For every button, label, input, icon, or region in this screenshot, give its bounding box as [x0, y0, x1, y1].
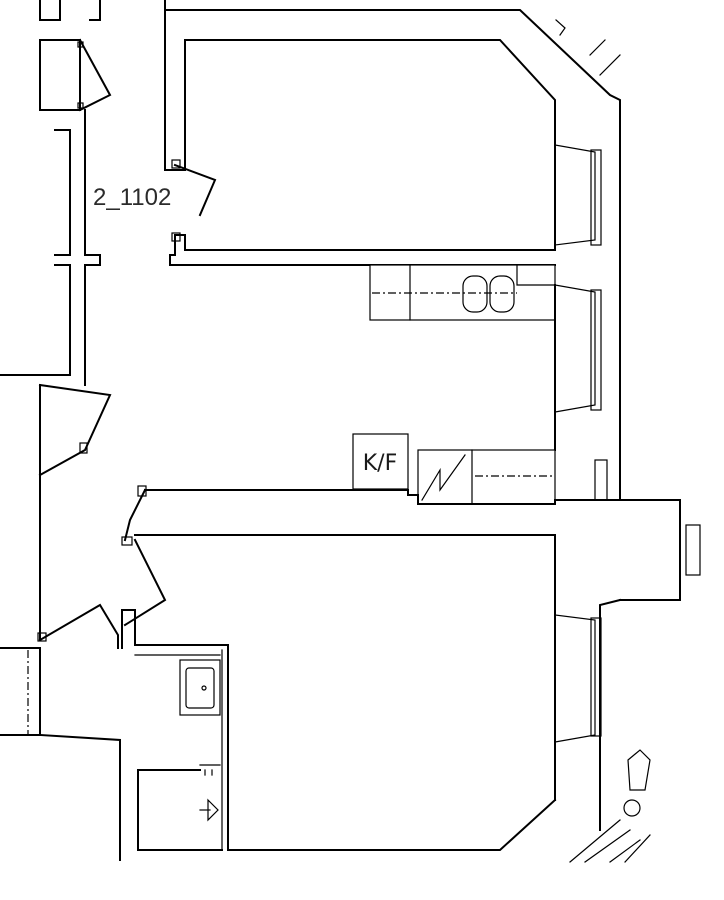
room-id-label: 2_1102	[93, 184, 171, 211]
middle-partition-wall	[134, 489, 701, 801]
upper-room-walls	[164, 0, 621, 501]
lower-room-walls	[121, 485, 651, 863]
right-wall-middle	[554, 284, 608, 501]
left-corridor-wall	[0, 0, 121, 861]
fridge-label: K/F	[363, 451, 398, 476]
fridge: K/F	[352, 433, 409, 490]
kitchen-counter-lower	[417, 449, 556, 505]
bathroom	[134, 649, 223, 851]
kitchen-counter-upper	[369, 264, 556, 321]
